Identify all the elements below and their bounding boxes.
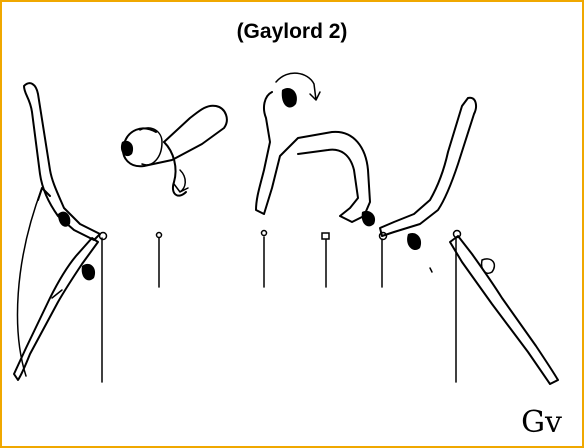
bar-4 [322, 233, 329, 287]
gymnast-figure-3 [121, 106, 227, 196]
mark-tick [430, 268, 432, 272]
gymnast-figure-5 [380, 98, 476, 250]
gymnast-figure-2 [14, 238, 98, 380]
bar-5 [380, 233, 387, 288]
gymnast-figure-6 [450, 236, 558, 384]
gymnast-figure-1 [18, 83, 100, 376]
bar-2 [157, 233, 162, 288]
bar-1 [100, 233, 107, 383]
signature: Gv [521, 405, 562, 440]
gymnast-figure-4 [256, 73, 375, 226]
bar-3 [262, 231, 267, 288]
